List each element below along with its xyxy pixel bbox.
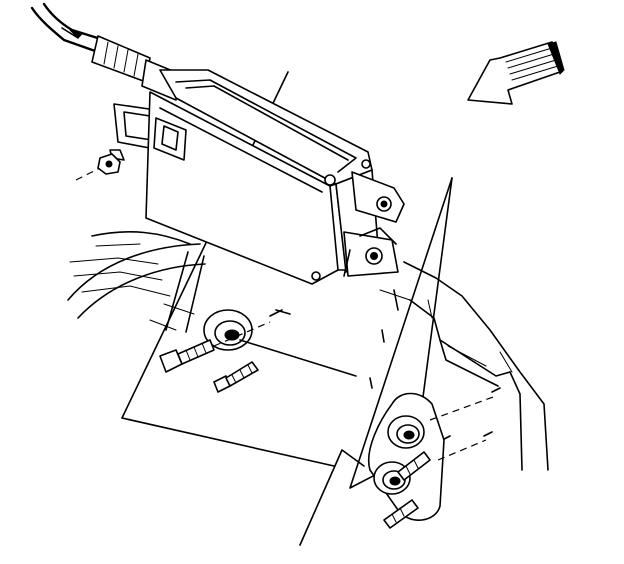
sensing-module: [145, 69, 379, 285]
lower-screws: [383, 451, 431, 529]
upper-screws: [213, 309, 357, 393]
reference-marks: [369, 289, 399, 389]
lower-bracket: [367, 387, 501, 521]
mounting-bracket: [343, 171, 405, 277]
connector-arrow: [61, 27, 83, 39]
nut: [75, 153, 121, 181]
vehicle-body-panel: [67, 231, 549, 471]
upper-bolt: [159, 321, 271, 373]
front-of-vehicle-arrow: [467, 41, 565, 105]
